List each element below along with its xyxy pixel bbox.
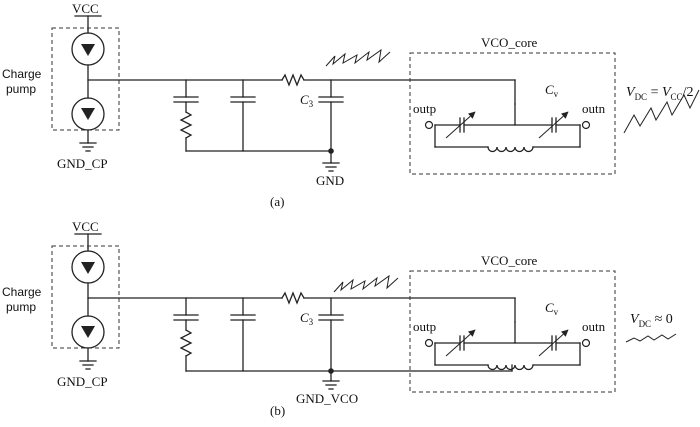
- sawtooth-waveform: [325, 48, 391, 67]
- filter-ground-label: GND_VCO: [296, 391, 358, 406]
- supply-label: VCC: [72, 1, 99, 16]
- charge-pump-label-2: pump: [6, 82, 36, 96]
- rc-filter-branch: [173, 297, 199, 372]
- shunt-capacitor: [230, 297, 256, 372]
- cv-label: Cv: [545, 300, 559, 317]
- output-ripple-waveform: [623, 89, 700, 134]
- current-source-up: [71, 29, 105, 99]
- supply-label: VCC: [72, 219, 99, 234]
- vdc-formula: VDC = VCC/2: [626, 85, 693, 102]
- series-resistor: [281, 73, 305, 87]
- charge-pump-label-1: Charge: [2, 285, 42, 299]
- outp-label: outp: [413, 101, 436, 116]
- vco-core-box: [409, 270, 616, 393]
- circuit-b: VCC Charge pump GND_CP: [2, 219, 677, 418]
- current-source-down: [71, 97, 105, 144]
- outn-terminal: [581, 120, 591, 130]
- capacitor-c3: [318, 297, 344, 372]
- outp-terminal: [424, 120, 434, 130]
- filter-ground-label: GND: [316, 173, 344, 188]
- current-source-up: [71, 247, 105, 317]
- inductor: [434, 342, 581, 371]
- outn-terminal: [581, 338, 591, 348]
- vco-core-label: VCO_core: [481, 253, 538, 268]
- shunt-capacitor: [230, 79, 256, 152]
- varactor-pair: [434, 103, 581, 139]
- vdc-formula: VDC ≈ 0: [630, 312, 673, 329]
- charge-pump-label-1: Charge: [2, 67, 42, 81]
- vco-core-label: VCO_core: [481, 35, 538, 50]
- cp-ground-symbol: [79, 360, 97, 370]
- inductor: [434, 124, 581, 153]
- outn-label: outn: [582, 101, 606, 116]
- cp-ground-label: GND_CP: [57, 156, 108, 171]
- cv-label: Cv: [545, 82, 559, 99]
- charge-pump-box: [51, 27, 120, 131]
- current-source-down: [71, 315, 105, 362]
- capacitor-c3: [318, 79, 344, 152]
- filter-ground-symbol: [322, 380, 340, 390]
- output-ripple-waveform: [625, 333, 677, 343]
- caption-a: (a): [270, 194, 284, 209]
- cp-ground-label: GND_CP: [57, 374, 108, 389]
- charge-pump-label-2: pump: [6, 300, 36, 314]
- outp-terminal: [424, 338, 434, 348]
- filter-ground-symbol: [322, 162, 340, 172]
- caption-b: (b): [270, 403, 285, 418]
- vco-core-box: [409, 52, 616, 175]
- sawtooth-waveform: [333, 274, 399, 293]
- cp-ground-symbol: [79, 142, 97, 152]
- series-resistor: [281, 291, 305, 305]
- rc-filter-branch: [173, 79, 199, 152]
- c3-label: C3: [300, 310, 314, 327]
- varactor-pair: [434, 321, 581, 357]
- circuit-a: VCC Charge pump GND_CP: [2, 1, 700, 209]
- outn-label: outn: [582, 319, 606, 334]
- charge-pump-box: [51, 245, 120, 349]
- outp-label: outp: [413, 319, 436, 334]
- c3-label: C3: [300, 92, 314, 109]
